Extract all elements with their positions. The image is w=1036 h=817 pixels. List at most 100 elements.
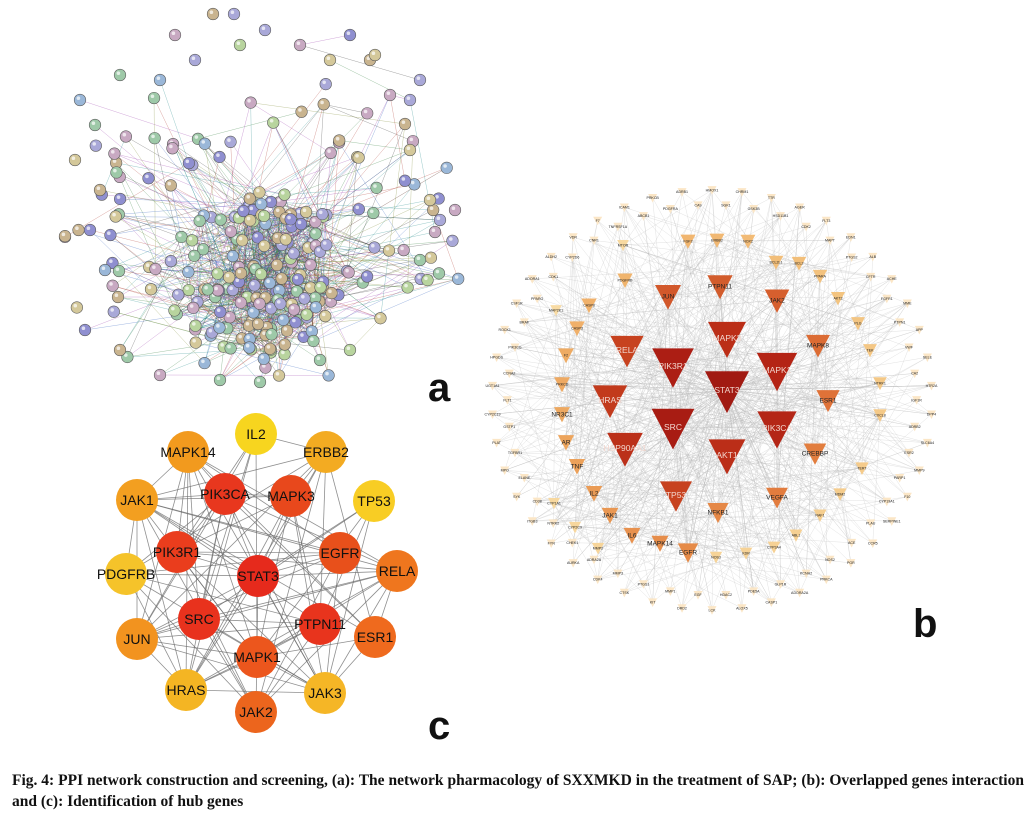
protein-node-highlight: [73, 303, 78, 308]
gene-label: PLAT: [492, 441, 502, 445]
protein-node-highlight: [416, 76, 421, 80]
network-edge: [652, 389, 728, 603]
network-edge: [814, 452, 863, 469]
protein-node-highlight: [92, 142, 97, 146]
network-edge: [872, 414, 881, 544]
network-edge: [348, 259, 421, 273]
protein-node-highlight: [276, 300, 281, 304]
network-edge: [597, 389, 728, 549]
gene-triangle: [868, 252, 878, 262]
protein-node-highlight: [435, 194, 439, 199]
network-edge: [176, 495, 292, 553]
protein-node-highlight: [431, 228, 436, 232]
network-edge: [672, 426, 871, 524]
network-edge: [565, 215, 781, 443]
gene-label: SRC: [664, 422, 682, 432]
protein-node-highlight: [312, 303, 317, 308]
network-edge: [114, 153, 262, 216]
network-edge: [153, 98, 156, 269]
network-edge: [711, 239, 718, 611]
network-edge: [726, 389, 871, 524]
gene-triangle: [926, 381, 936, 391]
network-edge: [726, 389, 863, 469]
gene-label: STAT3: [714, 385, 739, 395]
network-edge: [514, 279, 626, 453]
protein-node-highlight: [328, 289, 332, 294]
gene-triangle: [721, 201, 731, 210]
network-edge: [726, 389, 892, 522]
network-edge: [574, 526, 653, 603]
protein-node-highlight: [373, 184, 377, 188]
protein-node-highlight: [200, 211, 204, 216]
gene-node-label: STAT3: [237, 568, 279, 584]
gene-label: ABCB1: [638, 214, 650, 218]
protein-node-highlight: [294, 275, 299, 280]
network-edge: [697, 389, 728, 595]
network-edge: [249, 336, 304, 340]
network-edge: [118, 231, 231, 272]
gene-triangle: [488, 381, 498, 391]
network-edge: [203, 249, 255, 286]
network-edge: [324, 500, 375, 694]
gene-triangle: [821, 216, 831, 226]
network-edge: [717, 369, 778, 513]
network-edge: [270, 212, 374, 309]
network-edge: [197, 194, 285, 303]
network-edge: [315, 167, 447, 246]
network-edge: [555, 309, 611, 401]
network-edge: [194, 219, 221, 330]
gene-label: TEK: [867, 348, 875, 352]
protein-node-highlight: [300, 333, 304, 337]
gene-label: ADRB2: [909, 425, 921, 429]
network-edge: [609, 322, 900, 516]
network-edge: [119, 240, 193, 351]
gene-label: ICAM1: [619, 206, 630, 210]
network-edge: [716, 239, 728, 391]
gene-label: UGT1A1: [486, 384, 500, 388]
network-edge: [349, 318, 381, 351]
protein-node-highlight: [281, 350, 285, 355]
network-edge: [303, 273, 440, 338]
network-edge: [181, 236, 349, 273]
network-edge: [667, 191, 683, 297]
network-edge: [726, 337, 932, 415]
network-edge: [338, 259, 421, 296]
network-edge: [798, 220, 827, 264]
network-edge: [295, 209, 434, 280]
gene-label: TNFRSF1A: [609, 225, 628, 229]
gene-label: SERPINE1: [883, 519, 901, 523]
protein-node-highlight: [386, 91, 391, 95]
protein-node-highlight: [185, 286, 189, 291]
gene-label: FLT1: [503, 398, 511, 402]
network-edge: [188, 220, 200, 273]
gene-triangle: [749, 587, 759, 596]
protein-node-highlight: [283, 327, 288, 331]
network-edge: [716, 239, 932, 415]
protein-node-highlight: [260, 242, 265, 246]
network-edge: [339, 140, 411, 151]
protein-node-highlight: [152, 265, 156, 269]
protein-node-highlight: [282, 235, 286, 240]
network-edge: [118, 214, 189, 291]
gene-triangle: [510, 448, 520, 458]
network-edge: [219, 330, 288, 381]
network-edge: [198, 500, 375, 620]
panel-a-label: a: [428, 366, 451, 410]
network-edge: [553, 389, 728, 524]
network-edge: [574, 207, 625, 528]
network-edge: [681, 414, 881, 609]
protein-node-highlight: [371, 51, 376, 55]
network-edge: [726, 347, 910, 456]
network-edge: [507, 399, 821, 516]
gene-label: TP53: [666, 490, 687, 500]
network-edge: [388, 123, 406, 251]
network-edge: [574, 511, 719, 528]
protein-node-highlight: [249, 206, 254, 211]
gene-label: FGF2: [683, 239, 692, 243]
gene-triangle: [813, 509, 827, 522]
network-edge: [726, 298, 887, 391]
gene-node: [204, 473, 246, 515]
protein-node-highlight: [214, 270, 218, 274]
network-edge: [125, 552, 341, 575]
network-edge: [572, 257, 611, 516]
